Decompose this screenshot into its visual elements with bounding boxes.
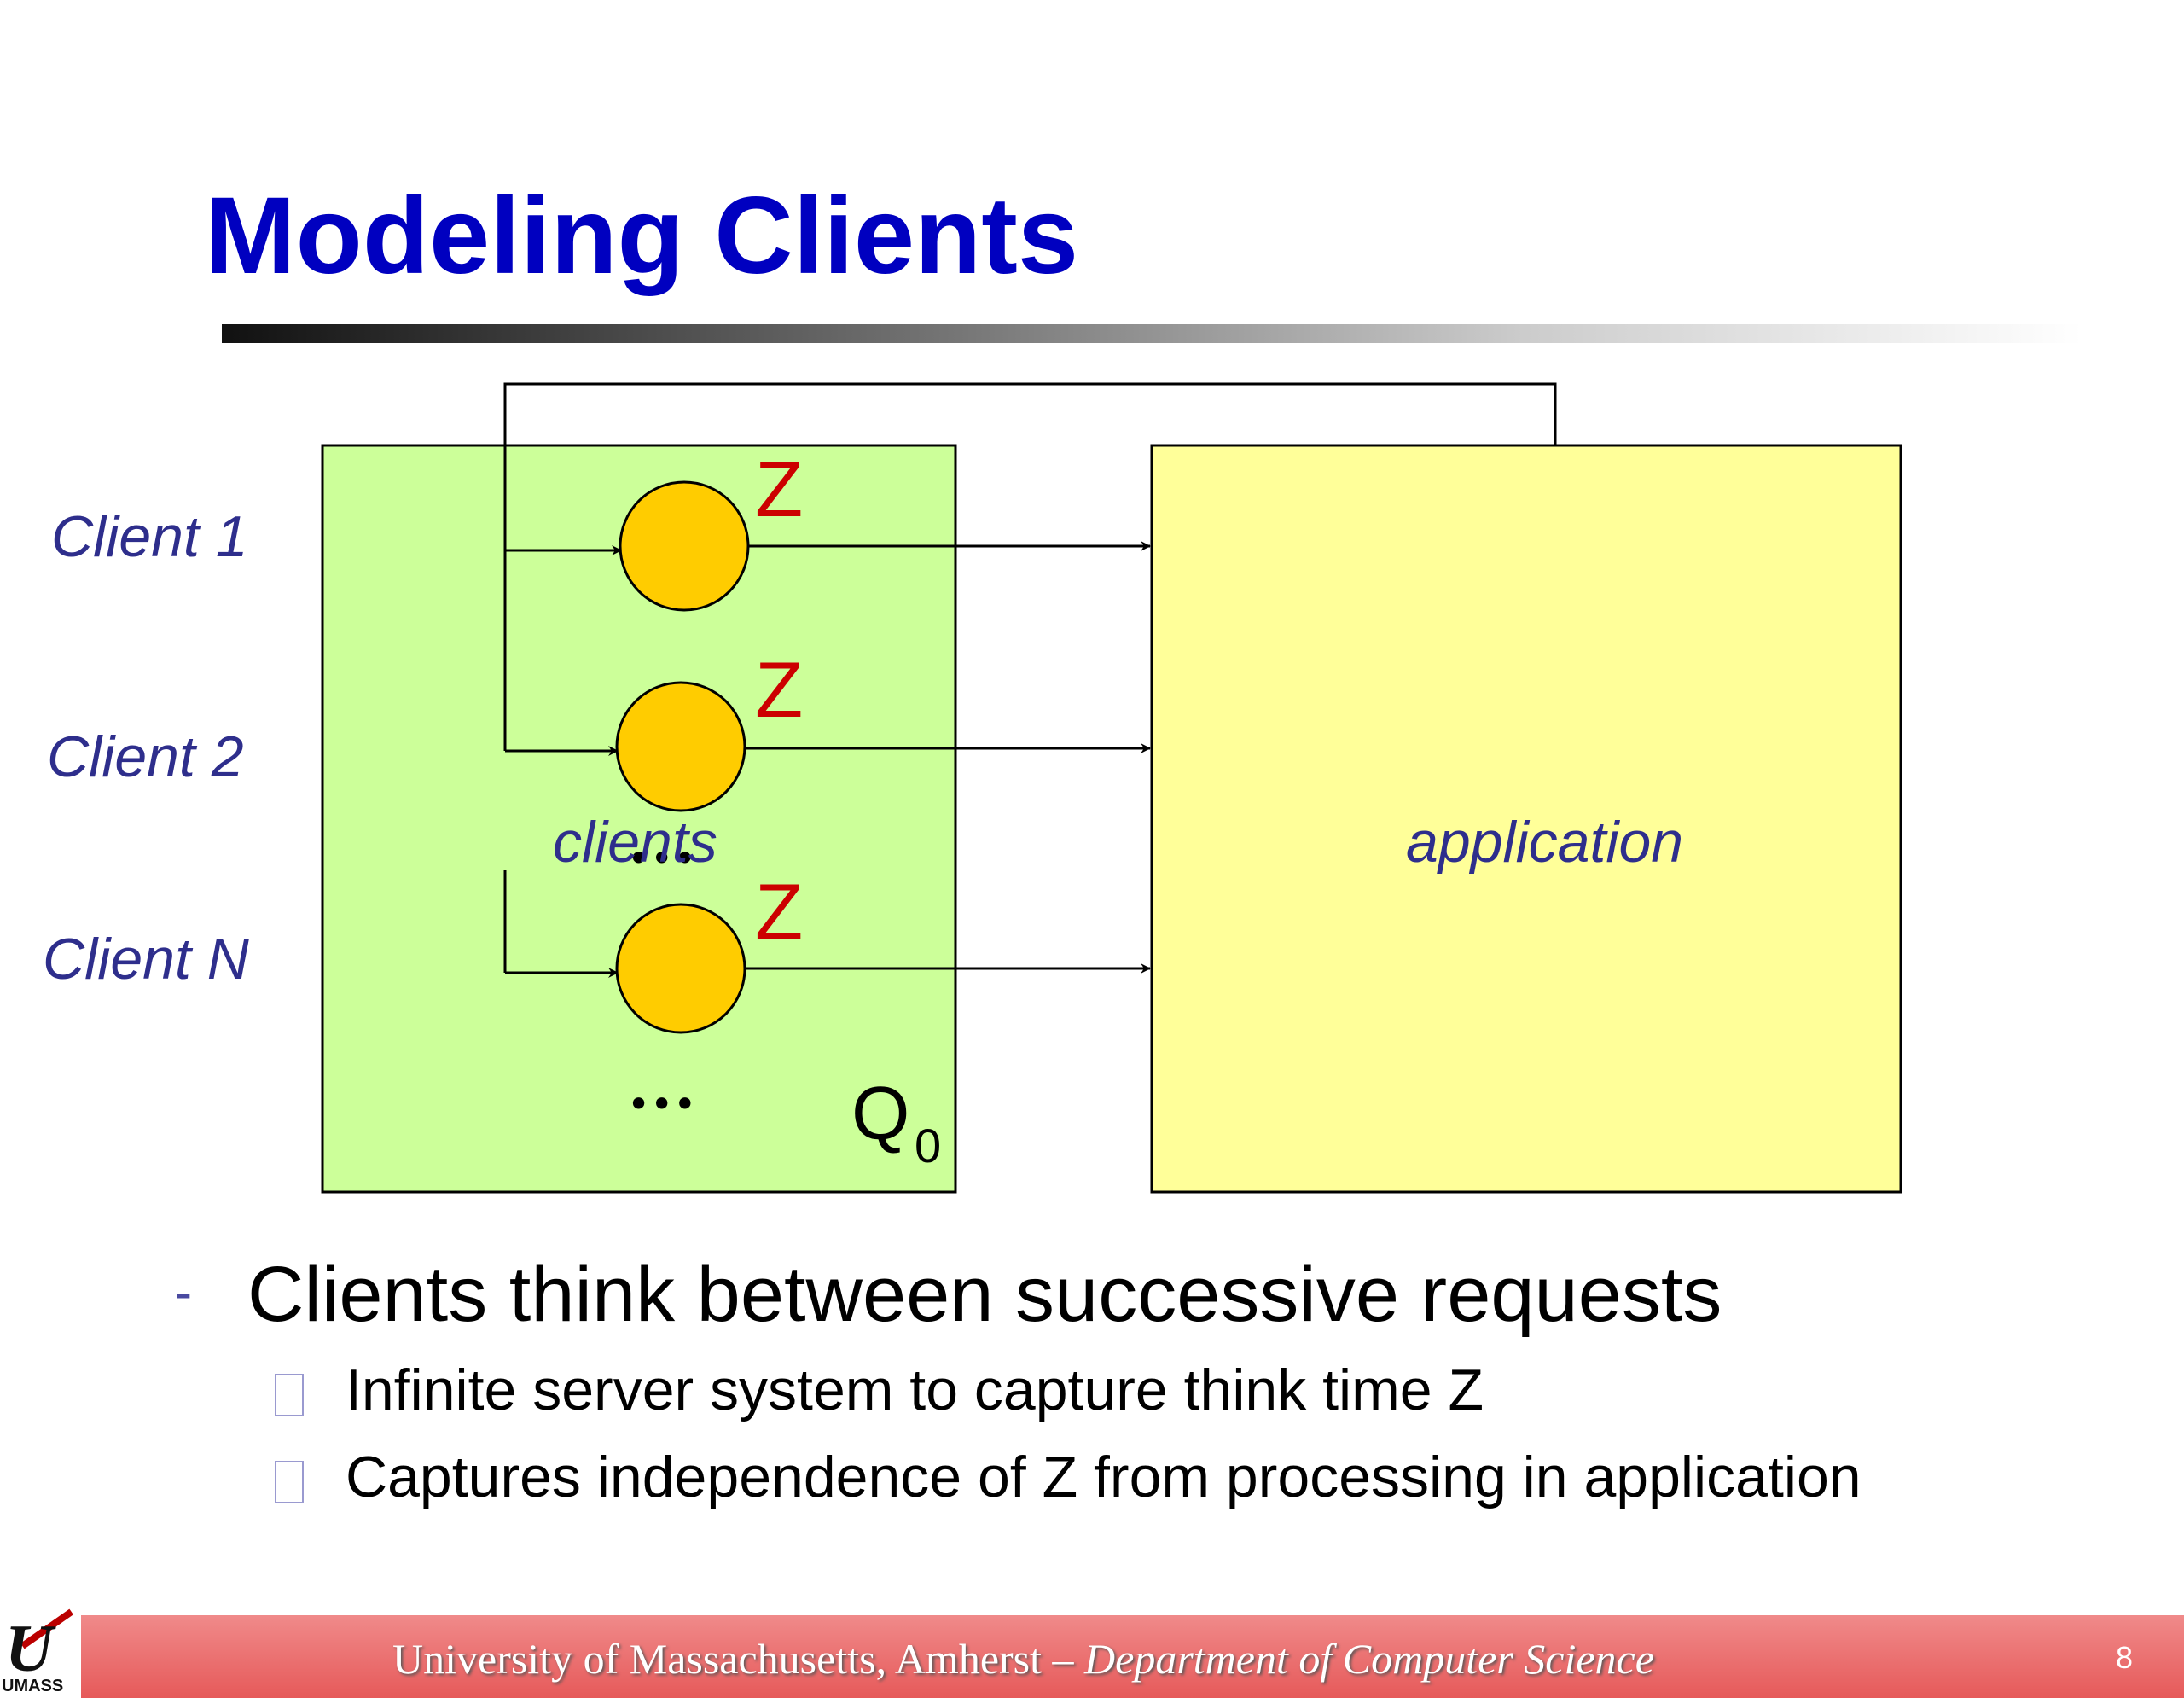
bullet-dash: - — [175, 1264, 192, 1321]
footer-department: Department of Computer Science — [1084, 1635, 1654, 1683]
footer-bar — [0, 1615, 2184, 1698]
main-bullet-text: Clients think between successive request… — [247, 1251, 1722, 1338]
server-circle-2 — [615, 681, 746, 812]
umass-logo: U UMASS — [0, 1608, 81, 1698]
page-number: 8 — [2116, 1640, 2134, 1675]
server-circle-n — [615, 903, 746, 1034]
server-circle-1 — [619, 480, 750, 612]
ellipsis-middle: ••• — [627, 835, 696, 881]
sub-bullet-marker — [275, 1461, 304, 1503]
ellipsis-bottom: ••• — [627, 1081, 696, 1127]
footer-text: University of Massachusetts, Amherst – D… — [392, 1634, 1654, 1683]
think-time-label-n: Z — [755, 869, 803, 956]
sub-bullet-text-2: Captures independence of Z from processi… — [346, 1445, 1862, 1509]
queueing-diagram: Z Z Z ••• ••• clients application Q 0 — [321, 382, 1902, 1194]
client-n-label: Client N — [43, 927, 249, 991]
feedback-line — [503, 382, 1557, 751]
footer-separator: – — [1042, 1635, 1085, 1683]
slide-title: Modeling Clients — [205, 175, 1078, 297]
client-2-label: Client 2 — [47, 724, 244, 789]
application-box — [1150, 444, 1902, 1194]
logo-text: UMASS — [2, 1677, 64, 1695]
think-time-label-2: Z — [755, 647, 803, 734]
queue-label: Q — [851, 1071, 909, 1155]
sub-bullet-marker — [275, 1374, 304, 1416]
title-underline — [222, 324, 2082, 343]
client-1-label: Client 1 — [51, 504, 248, 569]
logo-mark: U — [5, 1611, 54, 1685]
clients-box-label: clients — [553, 810, 717, 875]
sub-bullet-text-1: Infinite server system to capture think … — [346, 1358, 1484, 1422]
think-time-label-1: Z — [755, 446, 803, 533]
queue-subscript: 0 — [915, 1119, 941, 1172]
application-box-label: application — [1406, 810, 1683, 875]
footer-university: University of Massachusetts, Amherst — [392, 1635, 1043, 1683]
